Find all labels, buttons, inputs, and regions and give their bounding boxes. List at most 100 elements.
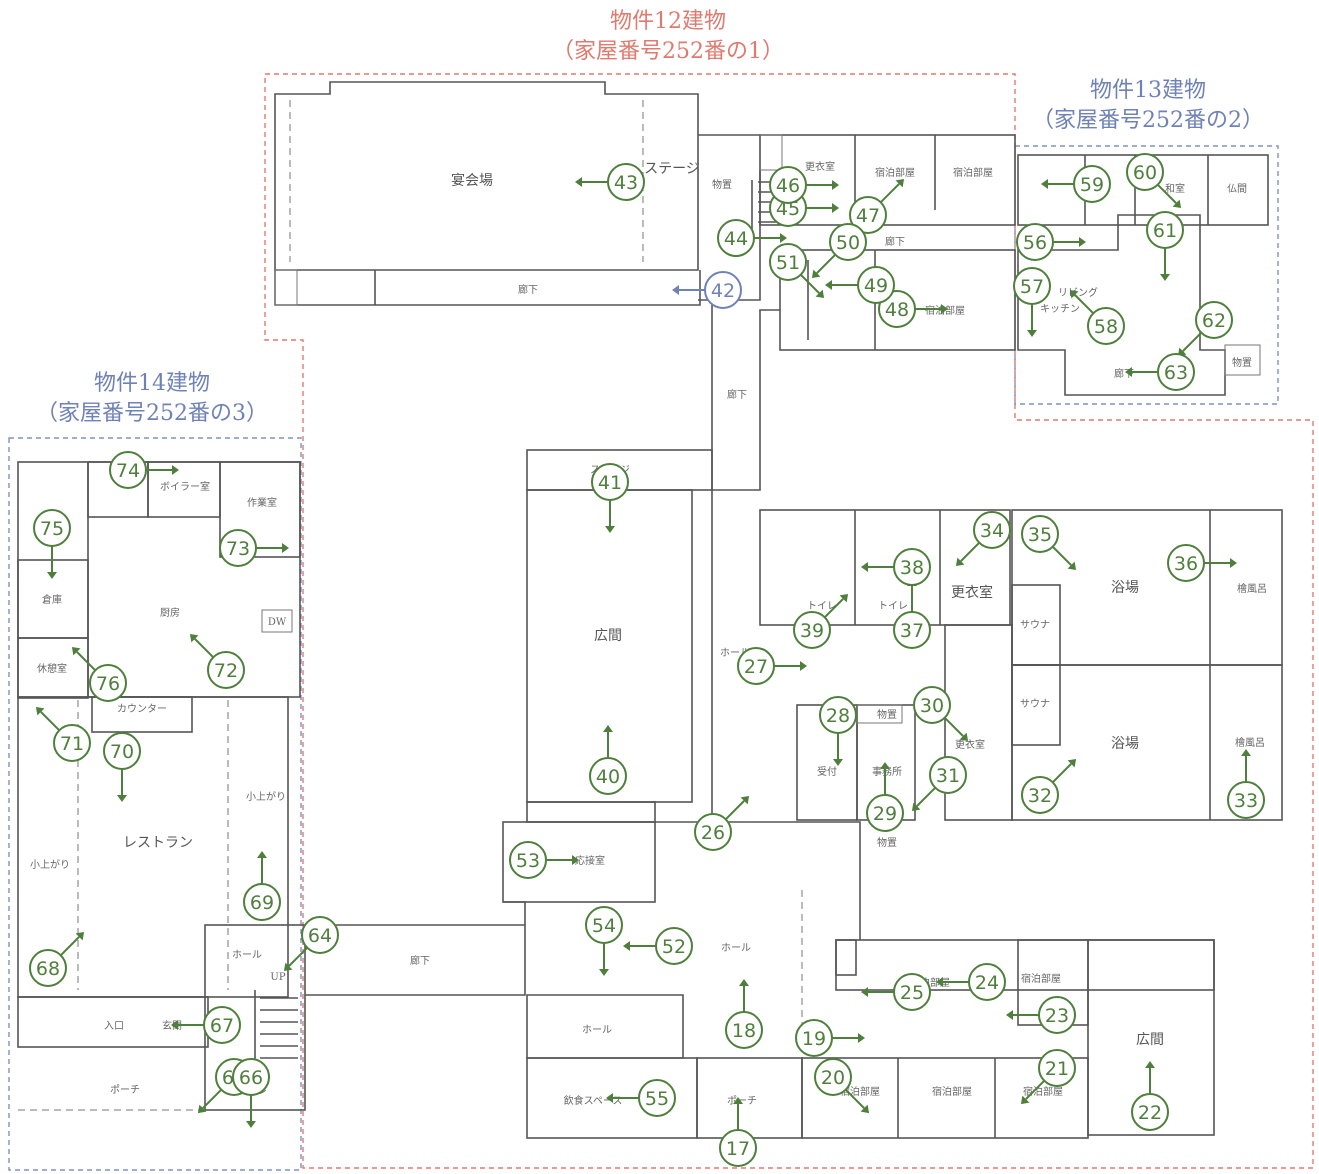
marker-arrowhead [832,180,839,190]
marker-circle [819,696,857,734]
marker-circle [1073,165,1111,203]
marker-circle [207,651,245,689]
marker-circle [719,1129,757,1167]
marker-arrow [60,936,80,956]
marker-arrow [1052,763,1072,783]
marker-arrow [824,598,844,618]
marker-circle [301,916,339,954]
marker-circle [1126,153,1164,191]
marker-circle [929,756,967,794]
room-label: サウナ [1020,698,1050,710]
marker-circle [1021,515,1059,553]
marker-arrow [1157,184,1177,204]
property-12-subtitle: （家屋番号252番の1） [552,39,784,64]
room-label: 厨房 [160,606,180,619]
marker-circle [849,196,887,234]
marker-arrowhead [283,962,293,972]
room-label: レストラン [123,835,193,851]
marker-circle [725,1011,763,1049]
marker-arrowhead [606,1093,613,1103]
room-label: 和室 [1165,182,1185,195]
marker-circle [1016,223,1054,261]
photo-marker-36: 36 [1167,544,1237,582]
photo-marker-17: 17 [719,1097,757,1167]
room-label: 物置 [1232,356,1252,369]
marker-arrow [944,717,964,737]
marker-arrow [960,542,980,562]
photo-marker-34: 34 [955,511,1011,567]
marker-arrowhead [858,1033,865,1043]
marker-number: 50 [836,232,860,254]
marker-number: 61 [1153,220,1177,242]
marker-arrowhead [197,1104,207,1114]
room-label: 宿泊部屋 [875,166,915,179]
room-label: 廊下 [518,283,538,296]
property-14-title: 物件14建物 [94,371,210,396]
room-label: ステージ [644,161,700,177]
marker-arrowhead [117,795,127,802]
marker-arrow [1025,1080,1045,1100]
photo-marker-75: 75 [33,509,71,579]
marker-number: 66 [239,1067,263,1089]
photo-marker-56: 56 [1016,223,1086,261]
marker-arrowhead [35,706,45,716]
dw-label: DW [268,617,287,628]
marker-circle [1227,781,1265,819]
marker-arrowhead [733,1097,743,1104]
marker-arrowhead [1027,330,1037,337]
photo-marker-71: 71 [35,706,91,762]
marker-circle [638,1079,676,1117]
marker-arrow [845,1089,865,1109]
photo-marker-49: 49 [825,266,895,304]
room-label: ポーチ [727,1095,757,1107]
photo-marker-50: 50 [811,223,867,279]
up-label: UP [270,972,285,983]
room-label: キッチン [1040,303,1080,315]
room-label: 廊下 [885,235,905,248]
marker-number: 67 [210,1015,234,1037]
marker-circle [1157,353,1195,391]
room-label: 宿泊部屋 [953,166,993,179]
marker-arrowhead [1067,758,1077,768]
photo-marker-68: 68 [29,931,85,987]
marker-circle [704,271,742,309]
photo-marker-46: 46 [769,166,839,204]
marker-number: 31 [936,765,960,787]
marker-number: 70 [110,741,134,763]
room-label: 更衣室 [951,584,993,601]
room-label: 入口 [104,1021,124,1032]
marker-arrowhead [740,795,750,805]
photo-marker-76: 76 [71,646,127,702]
marker-circle [203,1006,241,1044]
marker-number: 54 [592,915,616,937]
marker-number: 39 [800,620,824,642]
marker-arrowhead [672,285,679,295]
marker-number: 36 [1174,553,1198,575]
marker-circle [607,163,645,201]
marker-arrowhead [911,802,921,812]
room-label: カウンター [117,703,167,715]
room-label: 仏間 [1227,183,1247,195]
marker-number: 23 [1045,1005,1069,1027]
marker-arrowhead [1006,1010,1013,1020]
marker-circle [717,219,755,257]
photo-marker-41: 41 [591,463,629,533]
marker-arrow [725,800,745,820]
marker-number: 72 [214,660,238,682]
marker-arrowhead [1241,749,1251,756]
marker-circle [1038,996,1076,1034]
marker-arrowhead [599,969,609,976]
marker-number: 41 [598,472,622,494]
photo-marker-29: 29 [866,762,904,832]
marker-arrowhead [282,543,289,553]
marker-circle [893,973,931,1011]
room-label: 物置 [877,708,897,721]
marker-number: 17 [726,1138,750,1160]
marker-number: 29 [873,803,897,825]
room-label: サウナ [1020,619,1050,631]
marker-arrowhead [860,1104,870,1114]
room-label: 物置 [877,836,897,849]
room-label: 飲食スペース [564,1094,623,1107]
marker-number: 34 [980,520,1004,542]
room-label: 更衣室 [805,160,835,173]
